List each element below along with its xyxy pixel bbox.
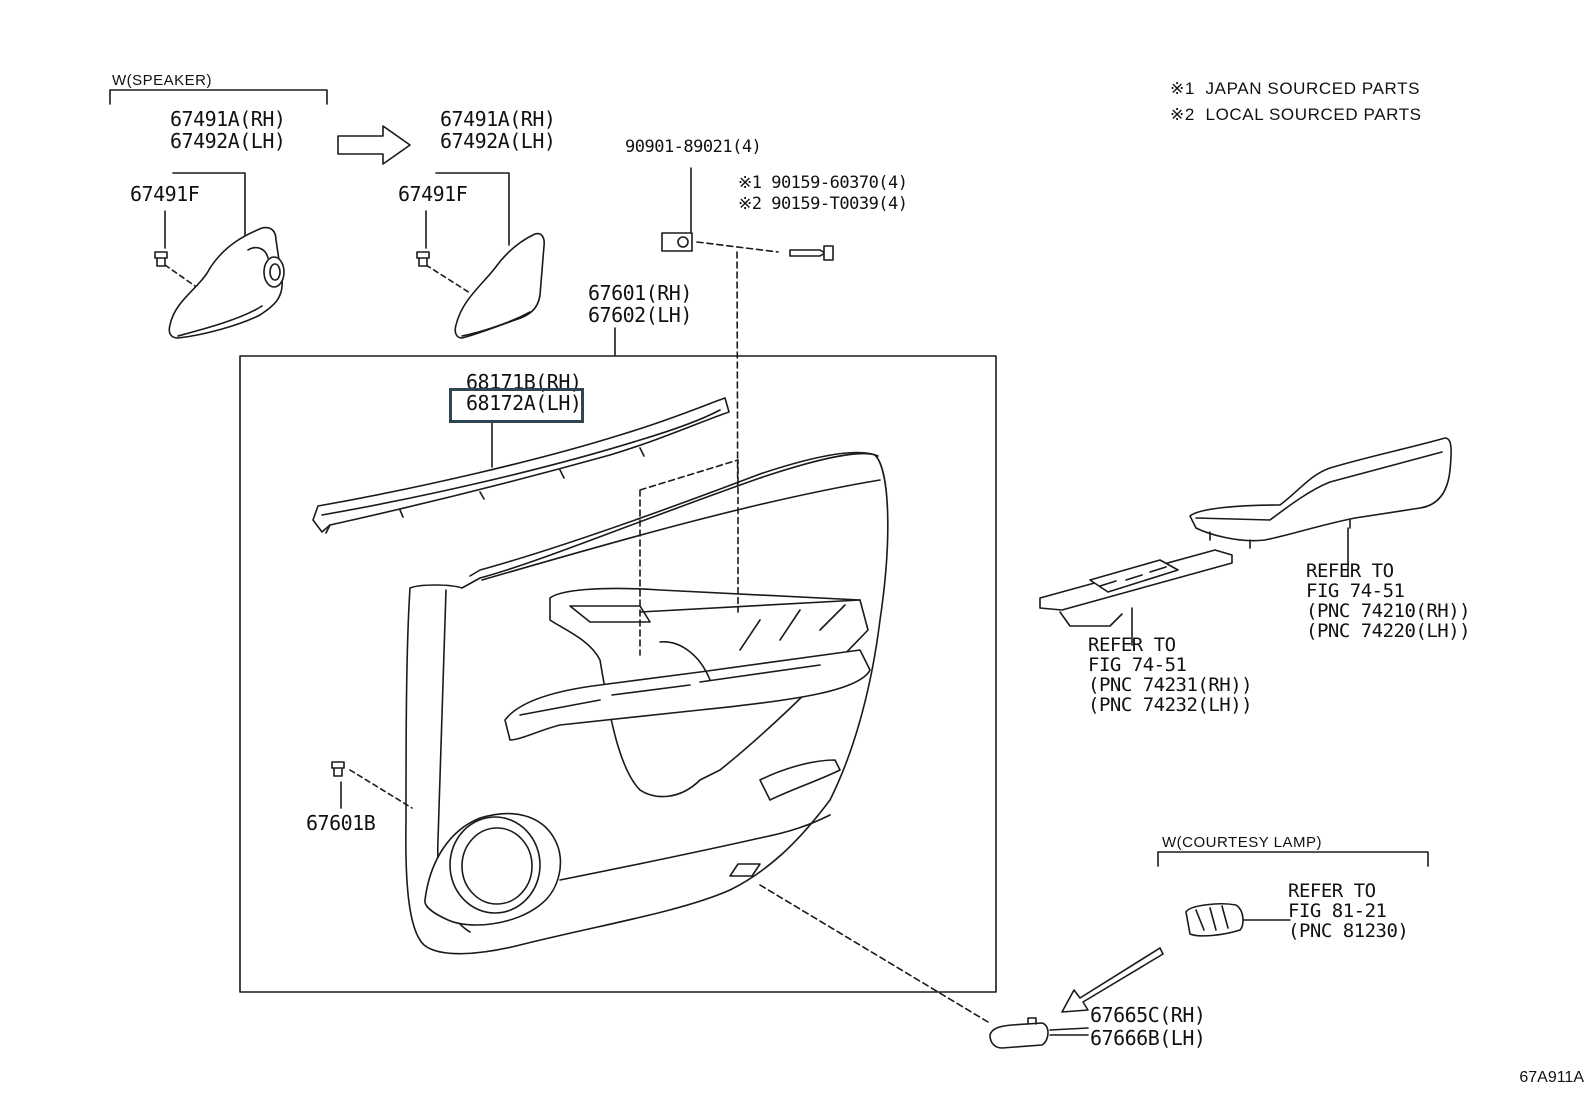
label-67491f-2[interactable]: 67491F <box>398 182 468 206</box>
lamp-socket-67665c[interactable] <box>989 1017 1049 1049</box>
ref-74210-line1: REFER TO <box>1306 560 1394 582</box>
group-speaker-label: W(SPEAKER) <box>112 72 213 89</box>
leader-67492a-2 <box>435 172 510 246</box>
lamp-arrow <box>1061 947 1164 1013</box>
ref-74210-line3[interactable]: (PNC 74210(RH)) <box>1306 600 1471 622</box>
clip-67601b[interactable] <box>331 761 345 777</box>
leader-90901-dash <box>696 241 779 253</box>
ref-74231-line4[interactable]: (PNC 74232(LH)) <box>1088 694 1253 716</box>
leader-67491a-1 <box>172 172 246 246</box>
speaker-tweeter-cover-1[interactable] <box>168 226 285 339</box>
label-68171b[interactable]: 68171B(RH) <box>466 370 582 394</box>
leader-67665b <box>1049 1027 1089 1031</box>
ref-74210-line4[interactable]: (PNC 74220(LH)) <box>1306 620 1471 642</box>
leader-67601b-dash <box>349 769 413 809</box>
speaker-cover-2[interactable] <box>454 232 545 339</box>
armrest-panel-74210[interactable] <box>1189 437 1452 549</box>
group-courtesy-label: W(COURTESY LAMP) <box>1162 834 1322 851</box>
label-67491a-2[interactable]: 67491A(RH) <box>440 107 556 131</box>
ref-81230-line2: FIG 81-21 <box>1288 900 1387 922</box>
ref-74231-line2: FIG 74-51 <box>1088 654 1187 676</box>
ref-81230-line1: REFER TO <box>1288 880 1376 902</box>
weatherstrip-68172a[interactable] <box>312 397 730 534</box>
door-trim-board-67601[interactable] <box>405 451 889 955</box>
leader-67491f-2-dash <box>425 264 471 294</box>
door-trim-board-box <box>239 355 997 993</box>
ref-74210-line2: FIG 74-51 <box>1306 580 1405 602</box>
label-67665c[interactable]: 67665C(RH) <box>1090 1003 1206 1027</box>
ref-74231-line3[interactable]: (PNC 74231(RH)) <box>1088 674 1253 696</box>
label-67601b[interactable]: 67601B <box>306 811 376 835</box>
courtesy-bracket <box>1157 851 1429 867</box>
label-67492a-2[interactable]: 67492A(LH) <box>440 129 556 153</box>
label-67491f-1[interactable]: 67491F <box>130 182 200 206</box>
label-67491a-1[interactable]: 67491A(RH) <box>170 107 286 131</box>
label-90901[interactable]: 90901-89021(4) <box>625 137 762 157</box>
ref-74231-line1: REFER TO <box>1088 634 1176 656</box>
speaker-bracket <box>109 89 328 105</box>
note-local: ※2 LOCAL SOURCED PARTS <box>1170 105 1422 124</box>
diagram-id: 67A911A <box>1519 1069 1584 1086</box>
label-68172a[interactable]: 68172A(LH) <box>466 391 582 415</box>
screw-90159[interactable] <box>789 245 834 261</box>
clip-67491f-1[interactable] <box>154 251 168 267</box>
label-67492a-1[interactable]: 67492A(LH) <box>170 129 286 153</box>
label-90159-japan[interactable]: ※1 90159-60370(4) <box>738 173 908 193</box>
label-67602[interactable]: 67602(LH) <box>588 303 692 327</box>
label-67601[interactable]: 67601(RH) <box>588 281 692 305</box>
selected-part-highlight <box>449 388 584 423</box>
clip-90901-89021[interactable] <box>661 232 693 252</box>
direction-arrow <box>337 125 411 165</box>
ref-81230-line3[interactable]: (PNC 81230) <box>1288 920 1409 942</box>
label-90159-local[interactable]: ※2 90159-T0039(4) <box>738 194 908 214</box>
label-67666b[interactable]: 67666B(LH) <box>1090 1026 1206 1050</box>
leader-67665-dash <box>759 884 989 1023</box>
switch-base-74231[interactable] <box>1039 549 1233 627</box>
courtesy-lamp-81230[interactable] <box>1185 903 1244 937</box>
note-japan: ※1 JAPAN SOURCED PARTS <box>1170 79 1421 98</box>
clip-67491f-2[interactable] <box>416 251 430 267</box>
